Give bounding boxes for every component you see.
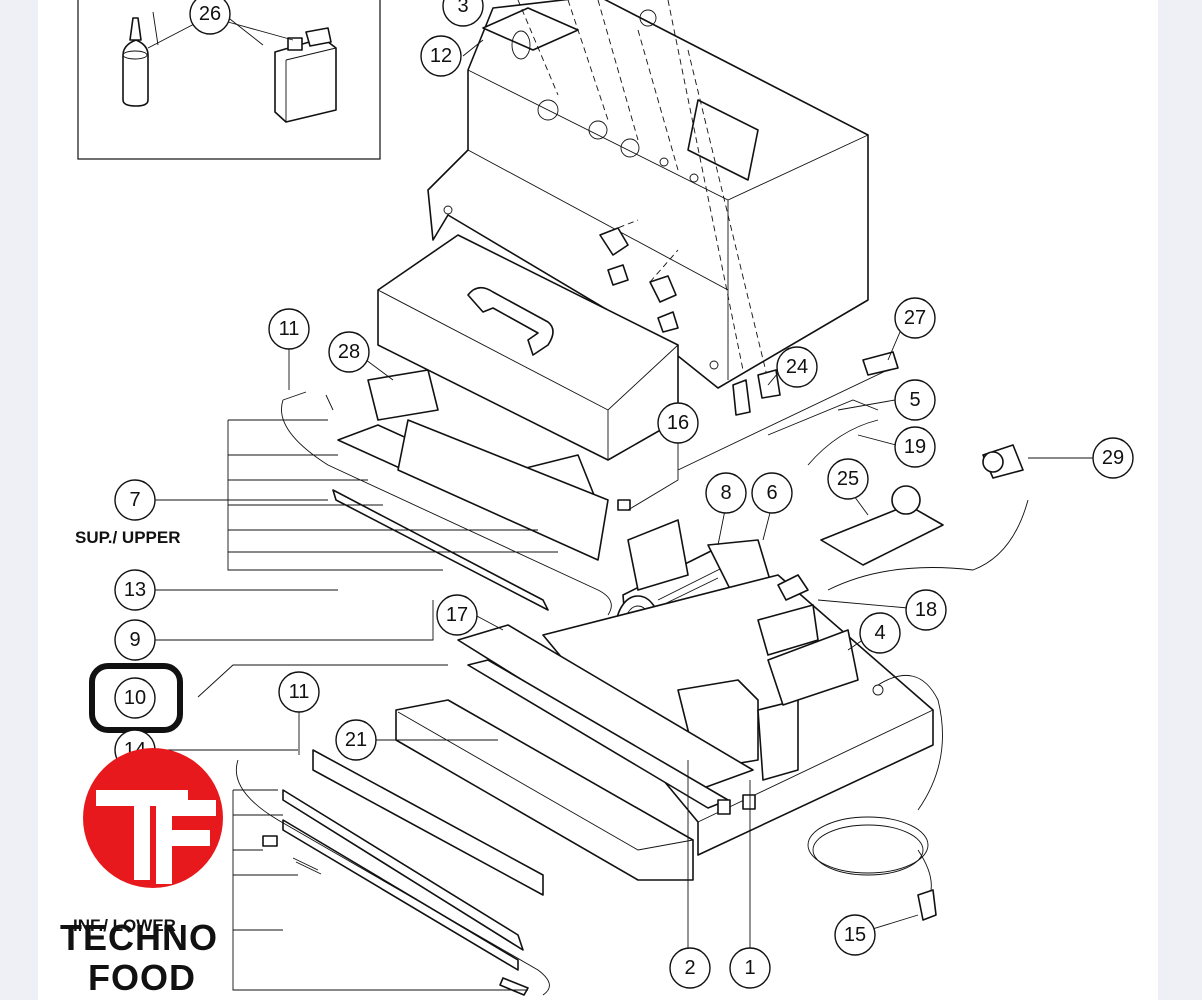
- callout-12-text: 12: [430, 45, 452, 67]
- callout-8: 8: [705, 472, 747, 514]
- upper-sealing-bar: [281, 369, 631, 616]
- callout-18: 18: [905, 589, 947, 631]
- callout-15-text: 15: [844, 924, 866, 946]
- callout-11-upper-text: 11: [279, 318, 300, 340]
- callout-5: 5: [894, 379, 936, 421]
- callout-18-text: 18: [915, 599, 937, 621]
- callout-28: 28: [328, 331, 370, 373]
- upper-label: SUP./ UPPER: [75, 528, 181, 547]
- logo-text-techno: TECHNO: [60, 917, 218, 958]
- hood-cover: [427, 0, 869, 389]
- callout-27: 27: [894, 297, 936, 339]
- oil-canister-icon: [274, 27, 337, 123]
- callout-16-text: 16: [667, 412, 689, 434]
- callout-24: 24: [776, 346, 818, 388]
- callout-17: 17: [436, 594, 478, 636]
- callout-1: 1: [729, 947, 771, 989]
- callout-1-text: 1: [744, 957, 755, 979]
- exploded-parts-diagram: SUP./ UPPER INF./ LOWER 3 26 12 11 28 7 …: [60, 0, 1134, 998]
- callout-21: 21: [335, 719, 377, 761]
- callout-29: 29: [1092, 437, 1134, 479]
- power-cable: [807, 674, 943, 921]
- callout-11-upper: 11: [268, 308, 310, 350]
- callout-28-text: 28: [338, 341, 360, 363]
- callout-3: 3: [442, 0, 484, 27]
- consumables-inset: [77, 0, 381, 160]
- lower-label: INF./ LOWER: [73, 916, 176, 935]
- oil-bottle-icon: [122, 17, 149, 107]
- callout-6: 6: [751, 472, 793, 514]
- callout-7-upper: 7: [114, 479, 156, 521]
- callout-3-text: 3: [457, 0, 468, 17]
- callout-2: 2: [669, 947, 711, 989]
- callout-13: 13: [114, 569, 156, 611]
- callout-26-text: 26: [199, 3, 221, 25]
- diagram-sheet: SUP./ UPPER INF./ LOWER 3 26 12 11 28 7 …: [38, 0, 1158, 1000]
- callout-2-text: 2: [684, 957, 695, 979]
- callout-7-upper-text: 7: [129, 489, 140, 511]
- callout-15: 15: [834, 914, 876, 956]
- callout-8-text: 8: [720, 482, 731, 504]
- logo-circle: [83, 748, 223, 888]
- callout-13-text: 13: [124, 579, 146, 601]
- vacuum-tray: [395, 624, 756, 881]
- callout-11-lower: 11: [278, 671, 320, 713]
- callout-5-text: 5: [909, 389, 920, 411]
- lower-sealing-bar: [235, 749, 550, 996]
- callout-12: 12: [420, 35, 462, 77]
- callout-16: 16: [657, 402, 699, 444]
- callout-21-text: 21: [345, 729, 367, 751]
- callout-17-text: 17: [446, 604, 468, 626]
- callout-19-text: 19: [904, 436, 926, 458]
- callout-10-text: 10: [124, 687, 146, 709]
- callout-26: 26: [189, 0, 231, 35]
- callout-4-text: 4: [874, 622, 885, 644]
- callout-24-text: 24: [786, 356, 808, 378]
- callout-29-text: 29: [1102, 447, 1124, 469]
- callout-9-text: 9: [129, 629, 140, 651]
- callout-9: 9: [114, 619, 156, 661]
- callout-19: 19: [894, 426, 936, 468]
- callout-25: 25: [827, 458, 869, 500]
- callout-4: 4: [859, 612, 901, 654]
- leader-lines: [152, 11, 1093, 991]
- callout-27-text: 27: [904, 307, 926, 329]
- techno-food-logo: TECHNO FOOD: [60, 748, 223, 998]
- logo-text-food: FOOD: [88, 957, 196, 998]
- callout-11-lower-text: 11: [289, 681, 310, 703]
- callout-6-text: 6: [766, 482, 777, 504]
- callout-10: 10: [114, 677, 156, 719]
- callout-25-text: 25: [837, 468, 859, 490]
